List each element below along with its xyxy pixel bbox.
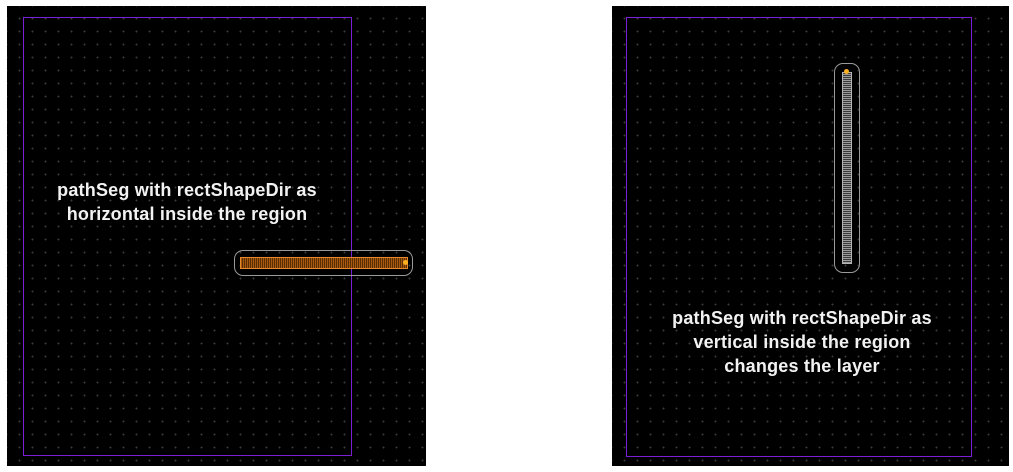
annotation-line: pathSeg with rectShapeDir as: [57, 180, 317, 200]
region-boundary: [23, 17, 352, 456]
selection-outline: [834, 63, 860, 273]
annotation-label: pathSeg with rectShapeDir as horizontal …: [37, 178, 337, 226]
path-segment-vertical[interactable]: [842, 72, 852, 264]
annotation-line: horizontal inside the region: [66, 204, 308, 224]
selection-outline: [234, 250, 413, 276]
annotation-label: pathSeg with rectShapeDir as vertical in…: [632, 306, 972, 378]
path-endpoint-marker[interactable]: [403, 260, 408, 265]
annotation-line: pathSeg with rectShapeDir as: [672, 308, 932, 328]
path-endpoint-marker[interactable]: [844, 69, 849, 74]
annotation-line: changes the layer: [724, 356, 880, 376]
region-boundary: [626, 17, 972, 457]
layout-canvas-right: pathSeg with rectShapeDir as vertical in…: [612, 6, 1009, 466]
layout-canvas-left: pathSeg with rectShapeDir as horizontal …: [7, 6, 426, 466]
annotation-line: vertical inside the region: [693, 332, 911, 352]
path-segment-horizontal[interactable]: [240, 257, 408, 269]
